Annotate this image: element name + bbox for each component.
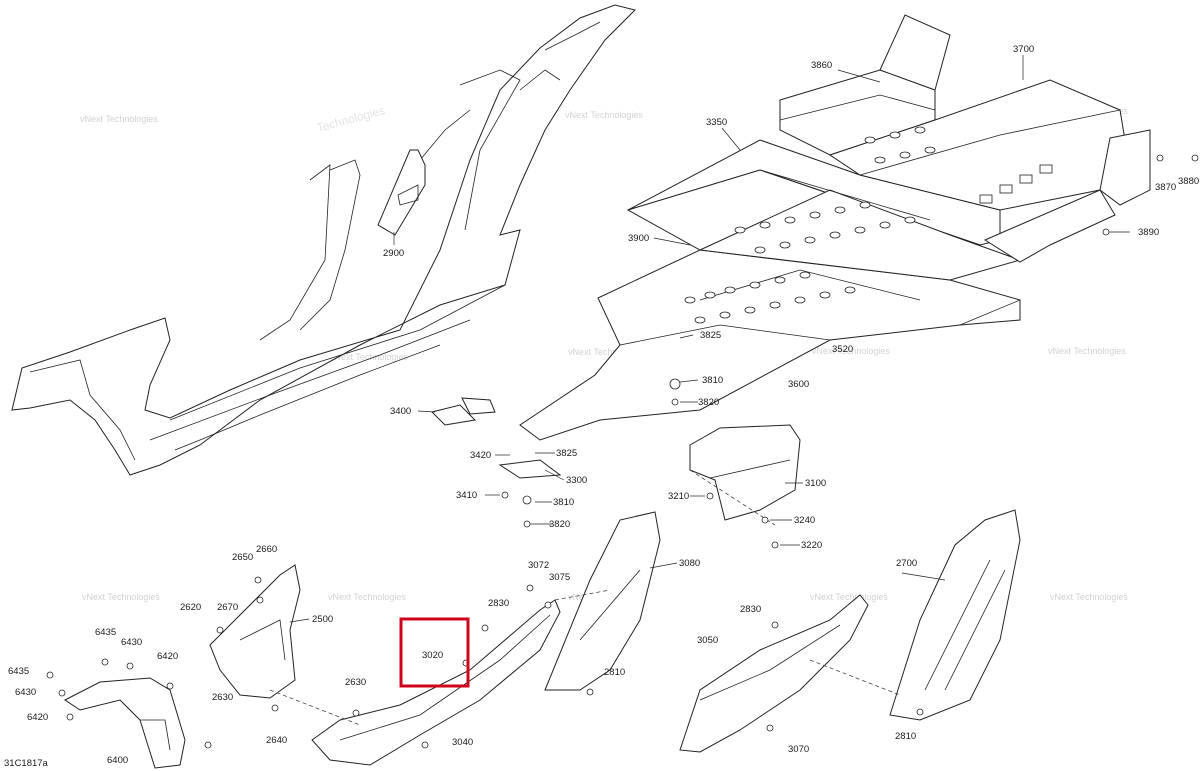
callout-6430-left[interactable]: 6430 xyxy=(15,687,36,698)
callout-6420-left[interactable]: 6420 xyxy=(27,712,48,723)
callout-3825-bottom[interactable]: 3825 xyxy=(556,448,577,459)
callout-3890[interactable]: 3890 xyxy=(1138,227,1159,238)
panel-holes xyxy=(684,126,1053,324)
watermark-text: vNext Technologies xyxy=(568,347,646,357)
callout-3040[interactable]: 3040 xyxy=(452,737,473,748)
callout-2630-left[interactable]: 2630 xyxy=(212,692,233,703)
fastener-markers xyxy=(46,154,1199,749)
callout-3020[interactable]: 3020 xyxy=(422,650,443,661)
watermark-text: vNext Technologies xyxy=(328,592,406,602)
callout-2670[interactable]: 2670 xyxy=(217,602,238,613)
callout-3420[interactable]: 3420 xyxy=(470,450,491,461)
callout-3810-top[interactable]: 3810 xyxy=(702,375,723,386)
diagram-code: 31C1817a xyxy=(4,758,49,769)
callout-2900[interactable]: 2900 xyxy=(383,248,404,259)
watermark-text: vNext Technologies xyxy=(1048,346,1126,356)
callout-3300[interactable]: 3300 xyxy=(566,475,587,486)
callout-3072[interactable]: 3072 xyxy=(528,560,549,571)
part-3100-drawing xyxy=(689,424,801,521)
callout-2700[interactable]: 2700 xyxy=(896,558,917,569)
side-frame-drawing xyxy=(11,4,636,476)
callout-3810-bottom[interactable]: 3810 xyxy=(553,497,574,508)
callout-3820-top[interactable]: 3820 xyxy=(698,397,719,408)
part-6400-drawing xyxy=(64,677,186,769)
callout-3050[interactable]: 3050 xyxy=(697,635,718,646)
callout-6435-right[interactable]: 6435 xyxy=(95,627,116,638)
callout-labels: 2900 3350 3860 3700 3870 3880 3890 3900 … xyxy=(4,44,1199,769)
callout-6420-right[interactable]: 6420 xyxy=(157,651,178,662)
callout-3880[interactable]: 3880 xyxy=(1178,176,1199,187)
callout-3210[interactable]: 3210 xyxy=(668,491,689,502)
callout-3825-top[interactable]: 3825 xyxy=(700,330,721,341)
callout-3520[interactable]: 3520 xyxy=(832,344,853,355)
part-2500-drawing xyxy=(209,564,301,699)
callout-3075[interactable]: 3075 xyxy=(549,572,570,583)
callout-6435-left[interactable]: 6435 xyxy=(8,666,29,677)
callout-3700[interactable]: 3700 xyxy=(1013,44,1034,55)
callout-3100[interactable]: 3100 xyxy=(805,478,826,489)
watermark-text: vNext Technologies xyxy=(80,114,158,124)
callout-3870[interactable]: 3870 xyxy=(1155,182,1176,193)
watermark-text: vNext Technologies xyxy=(812,346,890,356)
part-3050-drawing xyxy=(679,594,869,753)
callout-2810-right[interactable]: 2810 xyxy=(895,731,916,742)
callout-3410[interactable]: 3410 xyxy=(456,490,477,501)
callout-3900[interactable]: 3900 xyxy=(628,233,649,244)
part-3080-drawing xyxy=(544,511,661,691)
callout-3080[interactable]: 3080 xyxy=(679,558,700,569)
watermark-text: Technologies xyxy=(315,103,386,135)
part-2700-drawing xyxy=(889,509,1021,721)
callout-2830-right[interactable]: 2830 xyxy=(740,604,761,615)
callout-6430-right[interactable]: 6430 xyxy=(121,637,142,648)
callout-2620[interactable]: 2620 xyxy=(180,602,201,613)
callout-3860[interactable]: 3860 xyxy=(811,60,832,71)
watermark-text: vNext Technologies xyxy=(82,592,160,602)
leader-lines xyxy=(289,55,1130,623)
callout-3240[interactable]: 3240 xyxy=(794,515,815,526)
watermark-text: vNext Technologies xyxy=(330,352,408,362)
watermark-text: vNext Technologies xyxy=(810,592,888,602)
callout-2650[interactable]: 2650 xyxy=(232,552,253,563)
callout-2810-left[interactable]: 2810 xyxy=(604,667,625,678)
callout-3600[interactable]: 3600 xyxy=(788,379,809,390)
assembly-lines xyxy=(269,469,901,726)
part-2900-drawing xyxy=(377,149,426,245)
callout-2640[interactable]: 2640 xyxy=(266,735,287,746)
callout-2830-left[interactable]: 2830 xyxy=(488,598,509,609)
callout-2500[interactable]: 2500 xyxy=(312,614,333,625)
highlight-box-3020 xyxy=(399,617,470,688)
callout-3400[interactable]: 3400 xyxy=(390,406,411,417)
watermark-text: vNext Technologies xyxy=(565,110,643,120)
callout-2630-right[interactable]: 2630 xyxy=(345,677,366,688)
callout-6400[interactable]: 6400 xyxy=(107,755,128,766)
callout-3350[interactable]: 3350 xyxy=(706,117,727,128)
callout-3220[interactable]: 3220 xyxy=(801,540,822,551)
brackets-3400-3300-drawing xyxy=(431,378,681,505)
callout-3820-bottom[interactable]: 3820 xyxy=(549,519,570,530)
callout-2660[interactable]: 2660 xyxy=(256,544,277,555)
watermark-text: vNext Technologies xyxy=(1050,592,1128,602)
callout-3070[interactable]: 3070 xyxy=(788,744,809,755)
floor-panels-drawing xyxy=(519,14,1151,441)
